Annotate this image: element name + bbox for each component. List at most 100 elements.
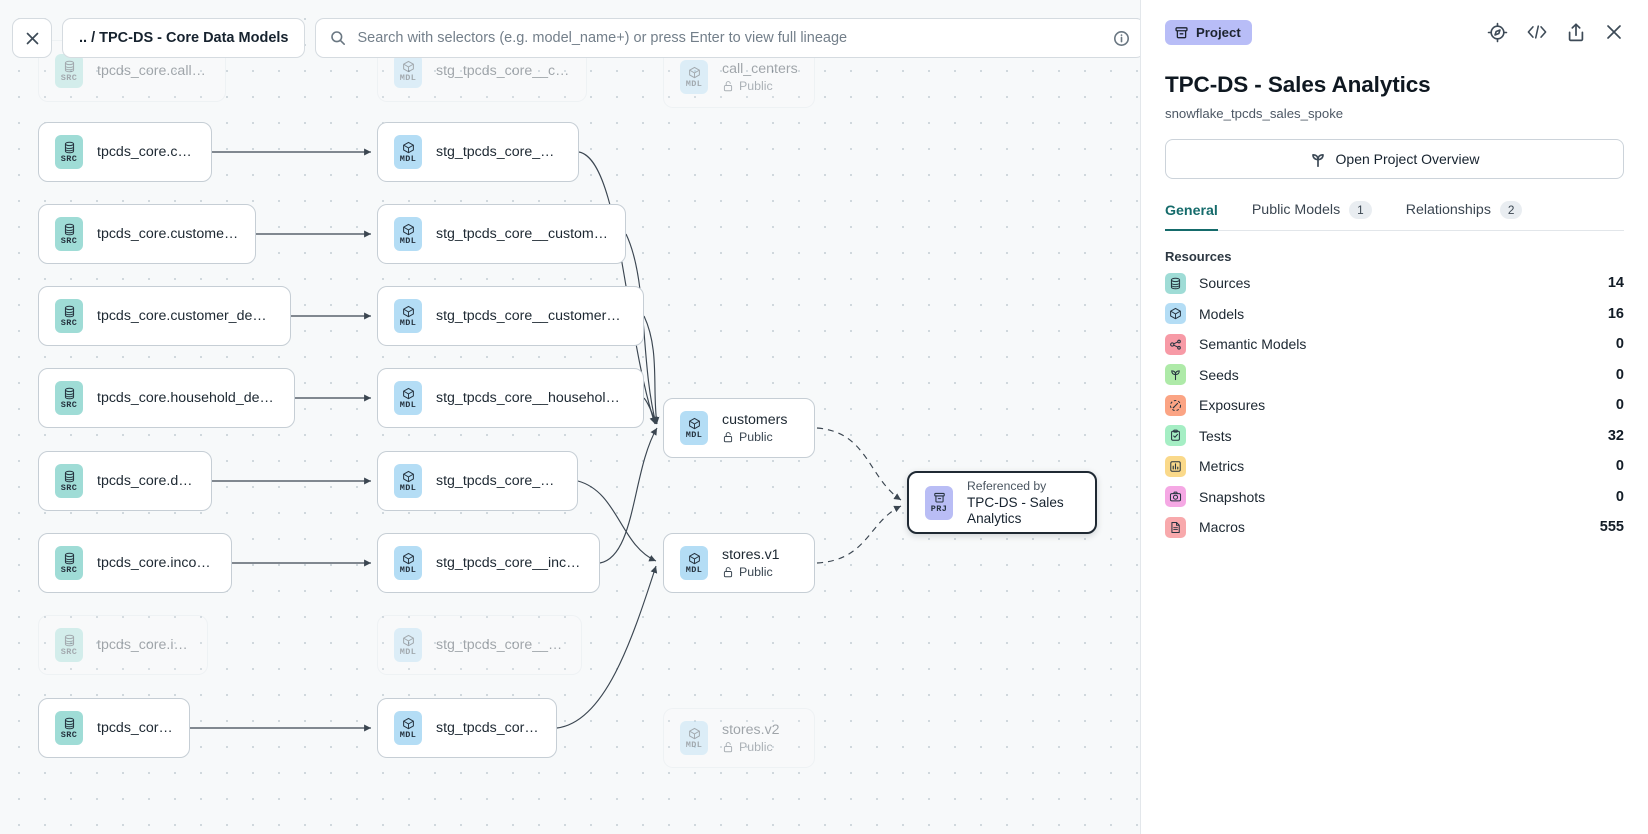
graph-node-mdl_income_band[interactable]: MDL stg_tpcds_core__income_band [377,533,600,593]
resource-row-exposures[interactable]: Exposures 0 [1165,390,1624,421]
database-icon [63,60,76,73]
database-icon [63,717,76,730]
resource-count: 14 [1607,275,1624,292]
graph-node-src_customer_address[interactable]: SRC tpcds_core.customer_address [38,204,256,264]
resource-count: 555 [1599,519,1624,536]
panel-header: Project [1165,0,1624,58]
node-label: stores.v1 [722,547,780,563]
lineage-graph-canvas[interactable]: SRC tpcds_core.call_center SRC tpcds_cor… [0,0,1140,834]
graph-node-mdl_household_demo[interactable]: MDL stg_tpcds_core__household_demogr… [377,368,644,428]
node-type-label: SRC [60,399,78,410]
resource-count: 0 [1615,488,1624,505]
resource-count: 32 [1607,427,1624,444]
node-label: tpcds_core.income_band [97,555,215,571]
node-type-badge-src: SRC [55,217,83,251]
tab-label: General [1165,203,1218,219]
resource-type-label: Project [1196,24,1241,40]
resource-name: Sources [1199,275,1251,292]
graph-node-src_inventory[interactable]: SRC tpcds_core.inventory [38,615,208,675]
node-type-badge-src: SRC [55,299,83,333]
node-type-label: SRC [60,646,78,657]
graph-node-src_customer[interactable]: SRC tpcds_core.customer [38,122,212,182]
resource-row-snapshots[interactable]: Snapshots 0 [1165,482,1624,513]
graph-node-prj_referenced_by[interactable]: PRJ Referenced by TPC-DS - Sales Analyti… [907,471,1097,534]
node-type-label: PRJ [930,504,948,514]
node-label: stg_tpcds_core__inventory [436,637,565,653]
node-type-label: MDL [399,564,417,575]
node-visibility-badge: Public [722,430,787,444]
breadcrumb[interactable]: .. / TPC-DS - Core Data Models [62,18,306,58]
resource-row-tests[interactable]: Tests 32 [1165,421,1624,452]
node-label: stg_tpcds_core__customer [436,144,562,160]
node-label: tpcds_core.customer_address [97,226,239,242]
search-input[interactable]: Search with selectors (e.g. model_name+)… [315,18,1140,58]
search-placeholder: Search with selectors (e.g. model_name+)… [357,30,848,46]
node-label: stg_tpcds_core__customer_address [436,226,609,242]
cube-icon [402,305,415,318]
graph-node-src_household_demo[interactable]: SRC tpcds_core.household_demographics [38,368,295,428]
resource-row-models[interactable]: Models 16 [1165,299,1624,330]
cube-icon [402,634,415,647]
bar-chart-icon [1165,455,1186,477]
graph-node-mdl_customer_address[interactable]: MDL stg_tpcds_core__customer_address [377,204,626,264]
resource-name: Tests [1199,427,1232,444]
node-type-label: MDL [685,78,703,89]
resource-row-semantic-models[interactable]: Semantic Models 0 [1165,329,1624,360]
graph-node-mdl_customer[interactable]: MDL stg_tpcds_core__customer [377,122,579,182]
resource-row-seeds[interactable]: Seeds 0 [1165,360,1624,391]
resource-row-sources[interactable]: Sources 14 [1165,268,1624,299]
node-label: tpcds_core.inventory [97,637,191,653]
graph-node-src_date_dim[interactable]: SRC tpcds_core.date_dim [38,451,212,511]
node-type-label: MDL [399,482,417,493]
database-icon [63,634,76,647]
graph-node-src_income_band[interactable]: SRC tpcds_core.income_band [38,533,232,593]
node-type-label: SRC [60,482,78,493]
compass-icon[interactable] [1487,22,1508,43]
open-project-overview-button[interactable]: Open Project Overview [1165,139,1624,179]
node-label: stg_tpcds_core__income_band [436,555,583,571]
resource-row-metrics[interactable]: Metrics 0 [1165,451,1624,482]
tab-count-badge: 1 [1349,201,1372,219]
graph-node-mdl_inventory[interactable]: MDL stg_tpcds_core__inventory [377,615,582,675]
graph-node-src_store[interactable]: SRC tpcds_core.store [38,698,190,758]
node-visibility-label: Public [739,430,773,444]
node-type-badge-src: SRC [55,464,83,498]
node-type-badge-mdl: MDL [680,546,708,580]
graph-node-pub_stores_v1[interactable]: MDL stores.v1 Public [663,533,815,593]
graph-node-pub_customers[interactable]: MDL customers Public [663,398,815,458]
breadcrumb-label: .. / TPC-DS - Core Data Models [79,30,289,46]
node-type-badge-prj: PRJ [925,485,953,520]
graph-node-mdl_customer_demo[interactable]: MDL stg_tpcds_core__customer_demogra… [377,286,644,346]
close-icon[interactable] [1604,22,1624,42]
graph-node-mdl_date_dim[interactable]: MDL stg_tpcds_core__date_dim [377,451,578,511]
database-icon [63,141,76,154]
node-label: stg_tpcds_core__call_center [436,63,570,79]
share-icon[interactable] [1566,22,1586,43]
graph-node-pub_stores_v2[interactable]: MDL stores.v2 Public [663,708,815,768]
node-label: stg_tpcds_core__date_dim [436,473,561,489]
info-circle-icon[interactable] [1113,30,1130,47]
resource-type-pill: Project [1165,19,1252,45]
graph-node-src_customer_demo[interactable]: SRC tpcds_core.customer_demographics [38,286,291,346]
node-type-badge-mdl: MDL [394,54,422,88]
cube-icon [688,417,701,430]
node-type-label: MDL [685,429,703,440]
close-lineage-button[interactable] [12,18,52,58]
node-type-label: MDL [685,739,703,750]
graph-node-mdl_store[interactable]: MDL stg_tpcds_core__store [377,698,557,758]
node-visibility-badge: Public [722,79,798,93]
node-type-label: MDL [685,564,703,575]
node-visibility-badge: Public [722,740,780,754]
file-icon [1165,516,1186,538]
unlock-icon [722,566,734,578]
cube-icon [402,470,415,483]
resource-row-macros[interactable]: Macros 555 [1165,512,1624,543]
tab-general[interactable]: General [1165,203,1218,231]
node-visibility-badge: Public [722,565,780,579]
node-type-badge-src: SRC [55,135,83,169]
node-label: stg_tpcds_core__customer_demogra… [436,308,627,324]
code-icon[interactable] [1526,23,1548,41]
project-icon [1175,26,1188,38]
